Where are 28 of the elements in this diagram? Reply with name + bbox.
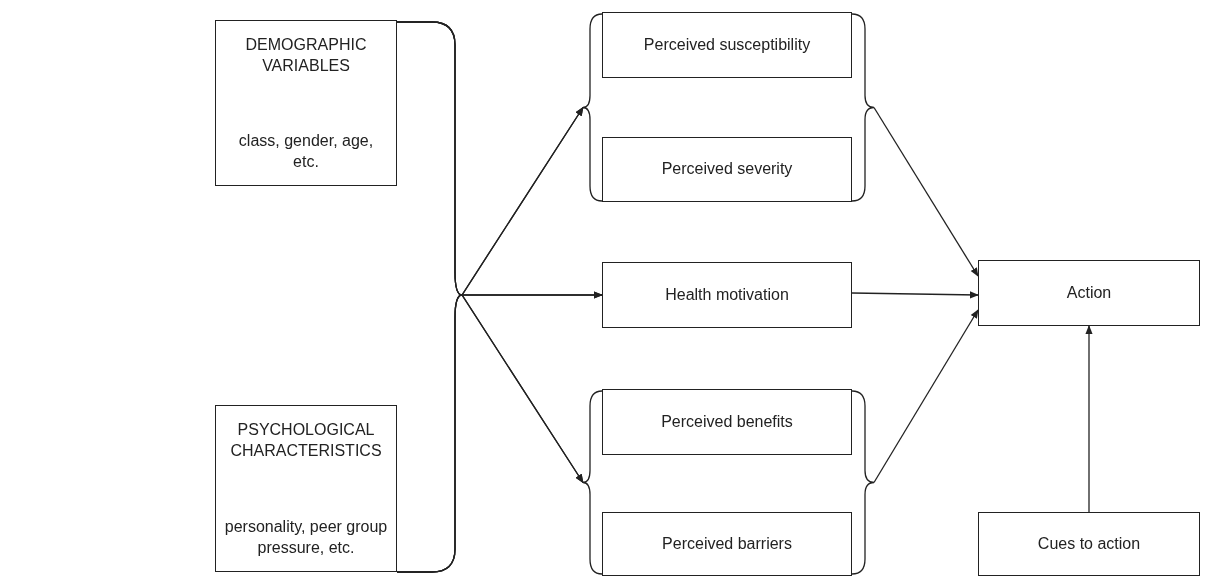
process-box [602, 12, 852, 78]
process-box [602, 512, 852, 576]
process-box [978, 260, 1200, 326]
curly-brace [852, 390, 874, 575]
arrow [873, 106, 979, 277]
box-label: Action [1066, 282, 1112, 303]
process-box [978, 512, 1200, 576]
box-label: Perceived benefits [661, 411, 793, 432]
process-box [602, 262, 852, 328]
box-label: class, gender, age, etc. [237, 131, 375, 173]
arrow [873, 309, 979, 484]
process-box [602, 137, 852, 202]
box-label: personality, peer group pressure, etc. [224, 517, 388, 559]
curly-brace [852, 13, 874, 202]
arrow [1085, 325, 1093, 513]
box-heading: PSYCHOLOGICAL CHARACTERISTICS [229, 420, 383, 461]
box-label: Perceived susceptibility [643, 34, 811, 55]
process-box [215, 20, 397, 186]
box-label: Health motivation [665, 284, 789, 305]
arrow [851, 291, 979, 299]
box-heading: DEMOGRAPHIC VARIABLES [244, 35, 368, 76]
process-box [602, 389, 852, 455]
box-label: Cues to action [1037, 533, 1141, 554]
curly-brace [583, 390, 602, 575]
box-label: Perceived barriers [662, 533, 792, 554]
curly-brace [583, 13, 602, 202]
process-box [215, 405, 397, 572]
box-label: Perceived severity [661, 159, 793, 180]
